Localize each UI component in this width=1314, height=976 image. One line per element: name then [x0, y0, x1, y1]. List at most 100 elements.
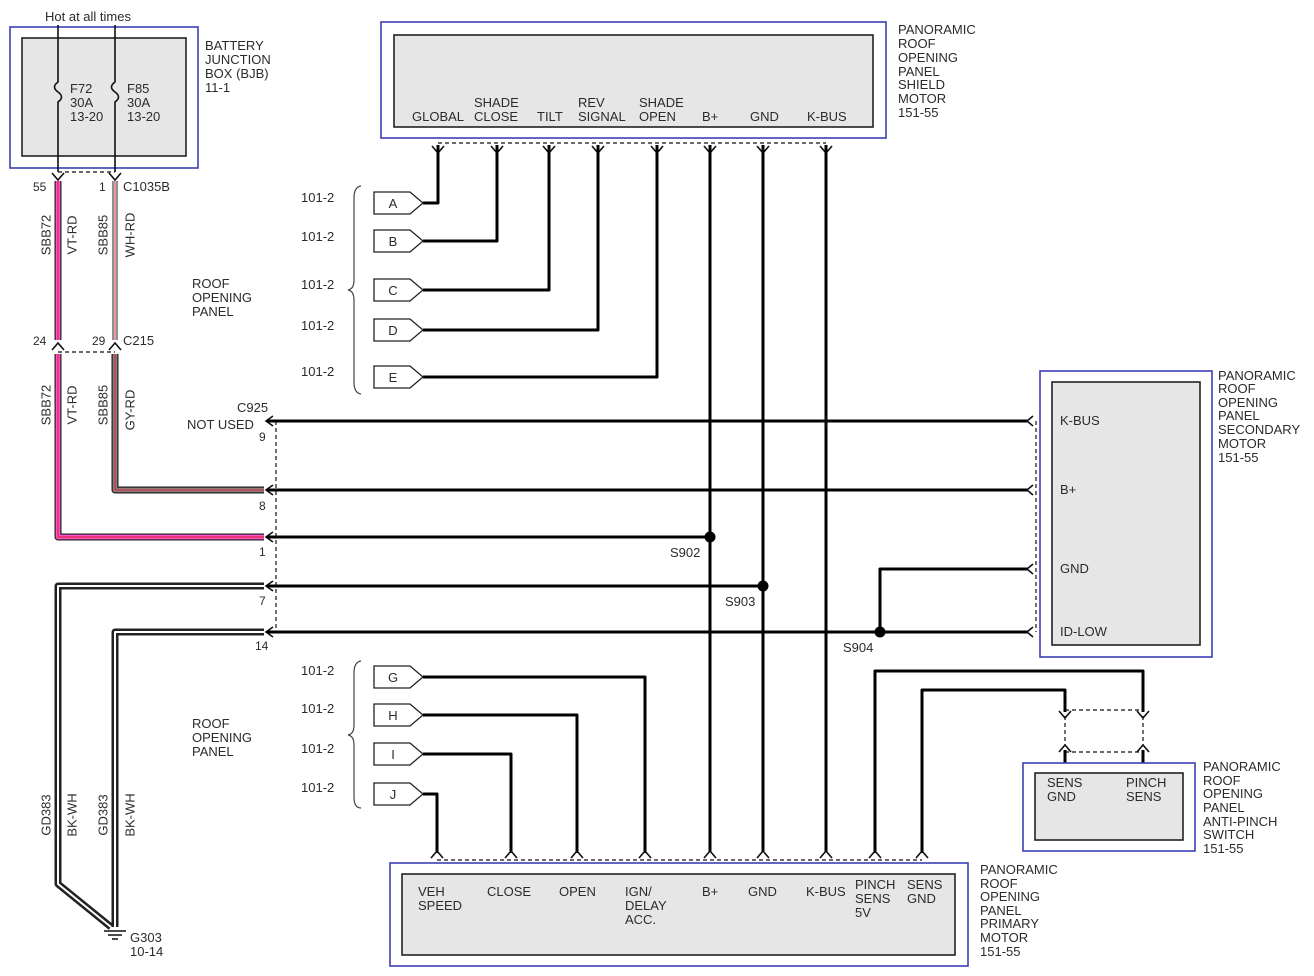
secondary-motor-label-line: 151-55 [1218, 450, 1258, 465]
roof-panel-label-line: PANEL [192, 304, 234, 319]
primary-motor-pin-label: GND [748, 884, 777, 899]
connector-pin-number: 7 [259, 594, 266, 608]
primary-motor-pin-label: DELAY [625, 898, 667, 913]
primary-motor-pin-label: SENS [907, 877, 943, 892]
connector-pin [430, 849, 929, 859]
page-ref-letter: D [388, 323, 397, 338]
anti-pinch-label-line: OPENING [1203, 786, 1263, 801]
hot-at-all-times-label: Hot at all times [45, 9, 131, 24]
roof-panel-label-line: ROOF [192, 276, 230, 291]
page-ref-g: G 101-2 [301, 663, 425, 689]
ground-symbol-icon [104, 930, 126, 940]
connector-pin [51, 341, 65, 351]
page-ref-i: I 101-2 [301, 741, 425, 766]
page-ref-number: 101-2 [301, 741, 334, 756]
page-ref-connector [373, 782, 425, 806]
secondary-motor-body [1051, 381, 1201, 646]
page-ref-connector [373, 742, 425, 766]
page-ref-b: B 101-2 [301, 229, 425, 253]
page-ref-connector [373, 318, 425, 342]
shield-motor-pin-label: OPEN [639, 109, 676, 124]
splice-s903-label: S903 [725, 594, 755, 609]
page-ref-letter: I [391, 747, 395, 762]
primary-motor-pin-label: OPEN [559, 884, 596, 899]
secondary-motor-label-line: SECONDARY [1218, 422, 1300, 437]
page-ref-c: C 101-2 [301, 277, 425, 302]
connector-c925-name: C925 [237, 400, 268, 415]
anti-pinch-switch: SENS GND PINCH SENS PANORAMIC ROOF OPENI… [1022, 709, 1281, 856]
connector-pin-number: 8 [259, 499, 266, 513]
page-ref-a: A 101-2 [301, 190, 425, 215]
shield-motor-body [393, 34, 874, 128]
battery-junction-box: F72 30A 13-20 F85 30A 13-20 BATTERY JUNC… [9, 25, 271, 172]
page-ref-connector [373, 191, 425, 215]
wire-color-label: VT-RD [64, 216, 79, 255]
wire-circuit-label: SBB85 [95, 385, 110, 425]
secondary-motor-pin-label: GND [1060, 561, 1089, 576]
primary-motor-pin-label: SENS [855, 891, 891, 906]
connector-c1035b-name: C1035B [123, 179, 170, 194]
bjb-label-line: BATTERY [205, 38, 264, 53]
wire-tilt [423, 145, 551, 292]
connector-pin [264, 580, 274, 592]
wire-circuit-label: SBB72 [38, 215, 53, 255]
secondary-motor: K-BUS B+ GND ID-LOW PANORAMIC ROOF OPENI… [1025, 368, 1300, 658]
wire-rev-signal [423, 145, 600, 332]
fuse-f72-symbol [53, 25, 63, 172]
connector-pin-number: 55 [33, 180, 47, 194]
primary-motor-body [401, 873, 956, 956]
wire-gd383-left [54, 582, 264, 930]
anti-pinch-pin-lead [1063, 750, 1145, 763]
page-ref-number: 101-2 [301, 190, 334, 205]
page-ref-letter: J [390, 787, 397, 802]
secondary-motor-label-line: OPENING [1218, 395, 1278, 410]
splice-s902-dot [704, 531, 716, 543]
page-ref-number: 101-2 [301, 229, 334, 244]
primary-motor-pin-label: SPEED [418, 898, 462, 913]
splice-s904-dot [874, 626, 886, 638]
anti-pinch-label-line: ANTI-PINCH [1203, 814, 1277, 829]
wire-open [423, 713, 579, 853]
wire-global [423, 145, 440, 205]
page-ref-brace [347, 660, 362, 809]
wire-color-label: BK-WH [64, 793, 79, 836]
anti-pinch-connector-shell [1064, 709, 1144, 753]
anti-pinch-pin-label: SENS [1126, 789, 1162, 804]
page-ref-connector [373, 229, 425, 253]
connector-pin-number: 1 [259, 545, 266, 559]
shield-motor-pin-label: SHADE [639, 95, 684, 110]
connector-pin [264, 626, 274, 638]
shield-motor-label-line: 151-55 [898, 105, 938, 120]
connector-pin [264, 484, 274, 496]
page-ref-number: 101-2 [301, 318, 334, 333]
primary-motor-pin-label: GND [907, 891, 936, 906]
anti-pinch-label-line: PANEL [1203, 800, 1245, 815]
page-ref-letter: G [388, 670, 398, 685]
shield-motor-label-line: PANEL [898, 64, 940, 79]
anti-pinch-pin-label: GND [1047, 789, 1076, 804]
anti-pinch-label-line: PANORAMIC [1203, 759, 1281, 774]
page-ref-number: 101-2 [301, 364, 334, 379]
primary-motor-label-line: ROOF [980, 876, 1018, 891]
connector-not-used-label: NOT USED [187, 417, 254, 432]
fuse-f85-rating: 30A [127, 95, 150, 110]
page-ref-e: E 101-2 [301, 364, 425, 389]
connector-c1035b: 55 1 C1035B [33, 171, 170, 194]
wire-gnd-secondary [878, 567, 1028, 632]
page-ref-number: 101-2 [301, 701, 334, 716]
wire-color-label: GY-RD [122, 390, 137, 431]
wire-close [423, 752, 513, 853]
shield-motor-pin-label: K-BUS [807, 109, 847, 124]
wire-edge [54, 354, 264, 541]
shield-motor-label-line: PANORAMIC [898, 22, 976, 37]
shield-motor-pin-label: SIGNAL [578, 109, 626, 124]
ground-name: G303 [130, 930, 162, 945]
shield-motor-pin-label: TILT [537, 109, 563, 124]
page-ref-j: J 101-2 [301, 780, 425, 806]
wire-ign-delay-acc [423, 675, 647, 853]
connector-pin [431, 145, 833, 155]
splice-s904-label: S904 [843, 640, 873, 655]
shield-motor-pin-label: B+ [702, 109, 718, 124]
connector-pin [264, 415, 274, 427]
anti-pinch-label-line: SWITCH [1203, 827, 1254, 842]
